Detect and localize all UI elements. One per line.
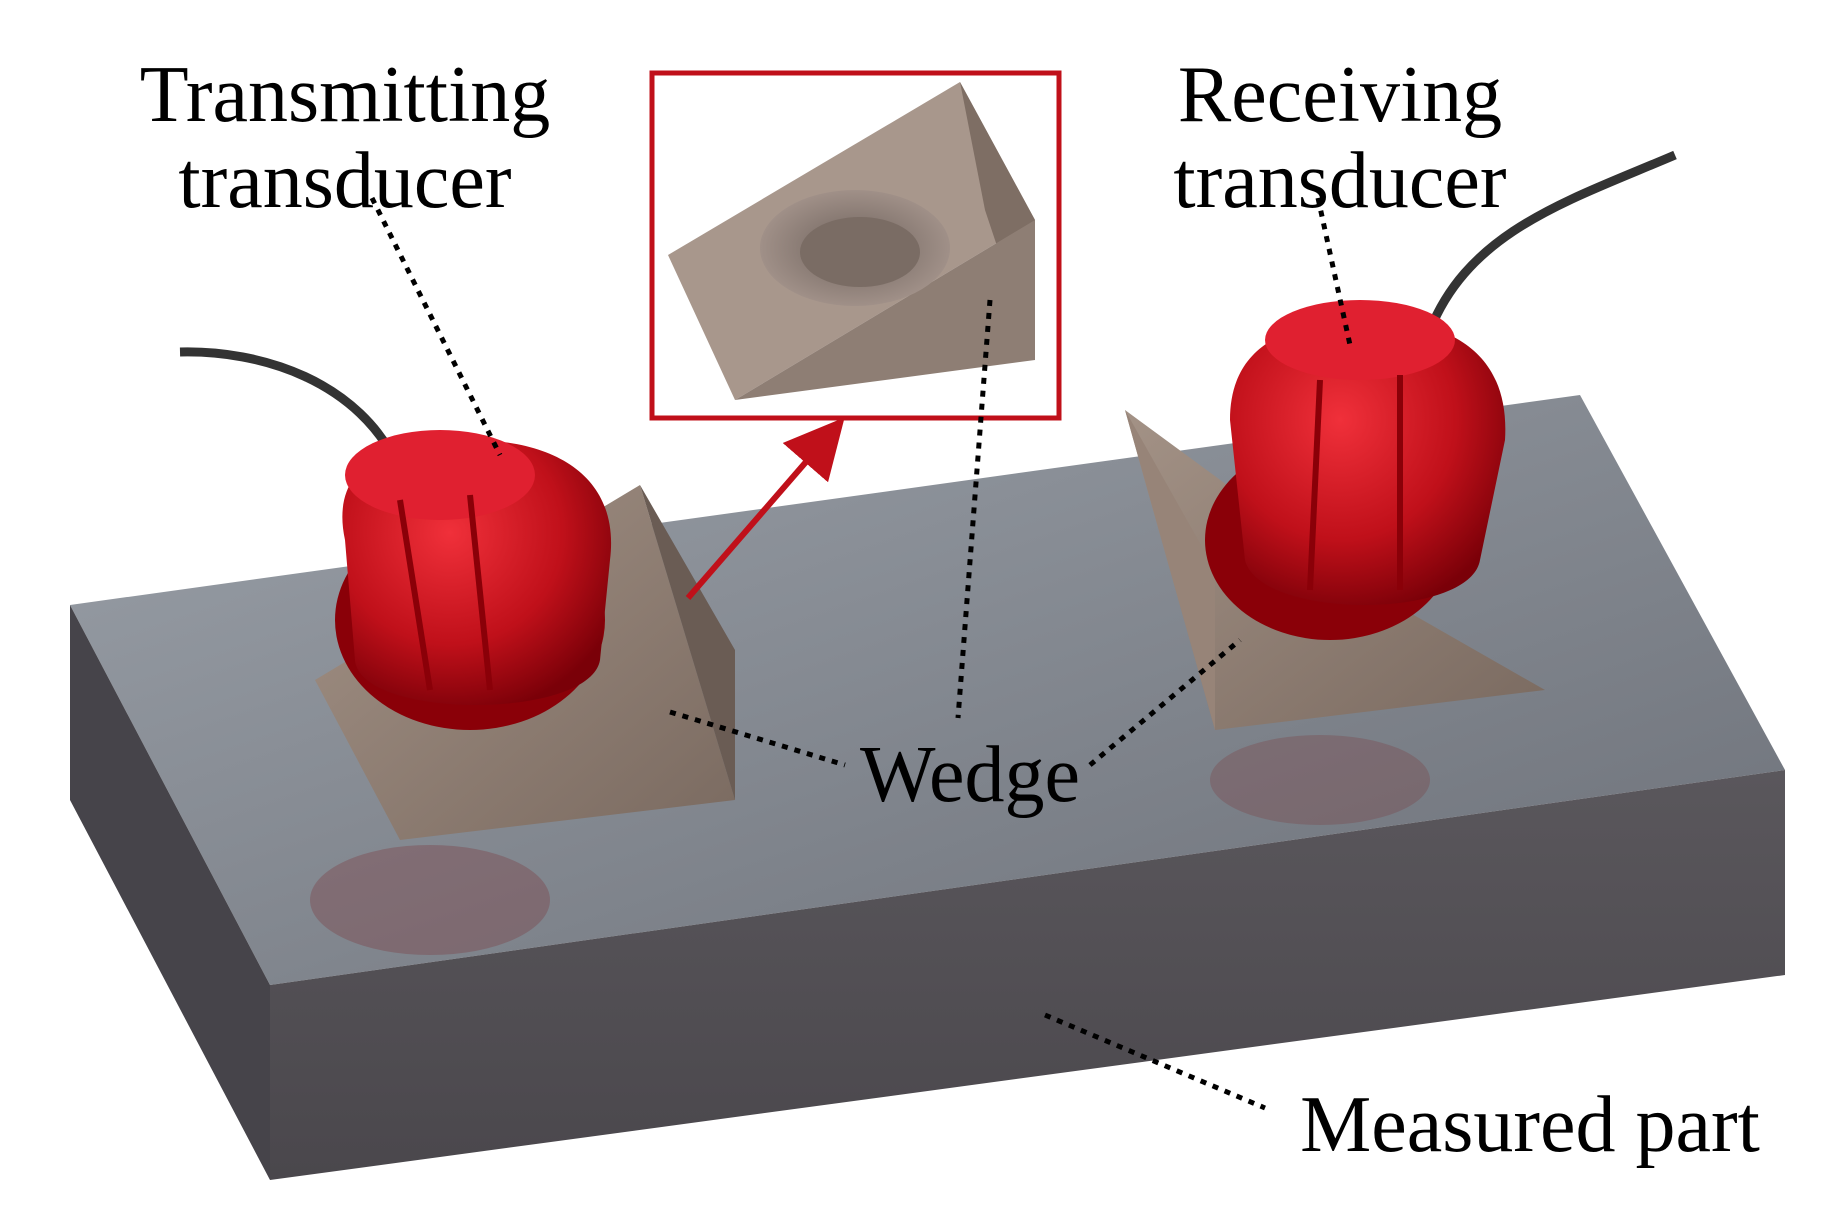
leader-wedge-left [669, 709, 846, 768]
transmitting-transducer-label: Transmitting transducer [110, 52, 580, 224]
receiving-transducer-label: Receiving transducer [1150, 52, 1530, 224]
transmitting-label-line2: transducer [178, 137, 512, 225]
receiving-label-line1: Receiving [1177, 51, 1503, 139]
leader-wedge-inset [955, 299, 993, 719]
measured-part-label: Measured part [1300, 1081, 1760, 1169]
receiving-label-line2: transducer [1173, 137, 1507, 225]
transmitting-label-line1: Transmitting [139, 51, 551, 139]
inset-arrow [685, 417, 845, 600]
wedge-inset [649, 70, 1062, 421]
leader-transmitting [369, 196, 503, 457]
transmitting-transducer [179, 347, 612, 730]
leader-measured-part [1044, 1012, 1266, 1111]
receiving-transducer [1205, 150, 1677, 640]
wedge-label: Wedge [859, 731, 1081, 819]
